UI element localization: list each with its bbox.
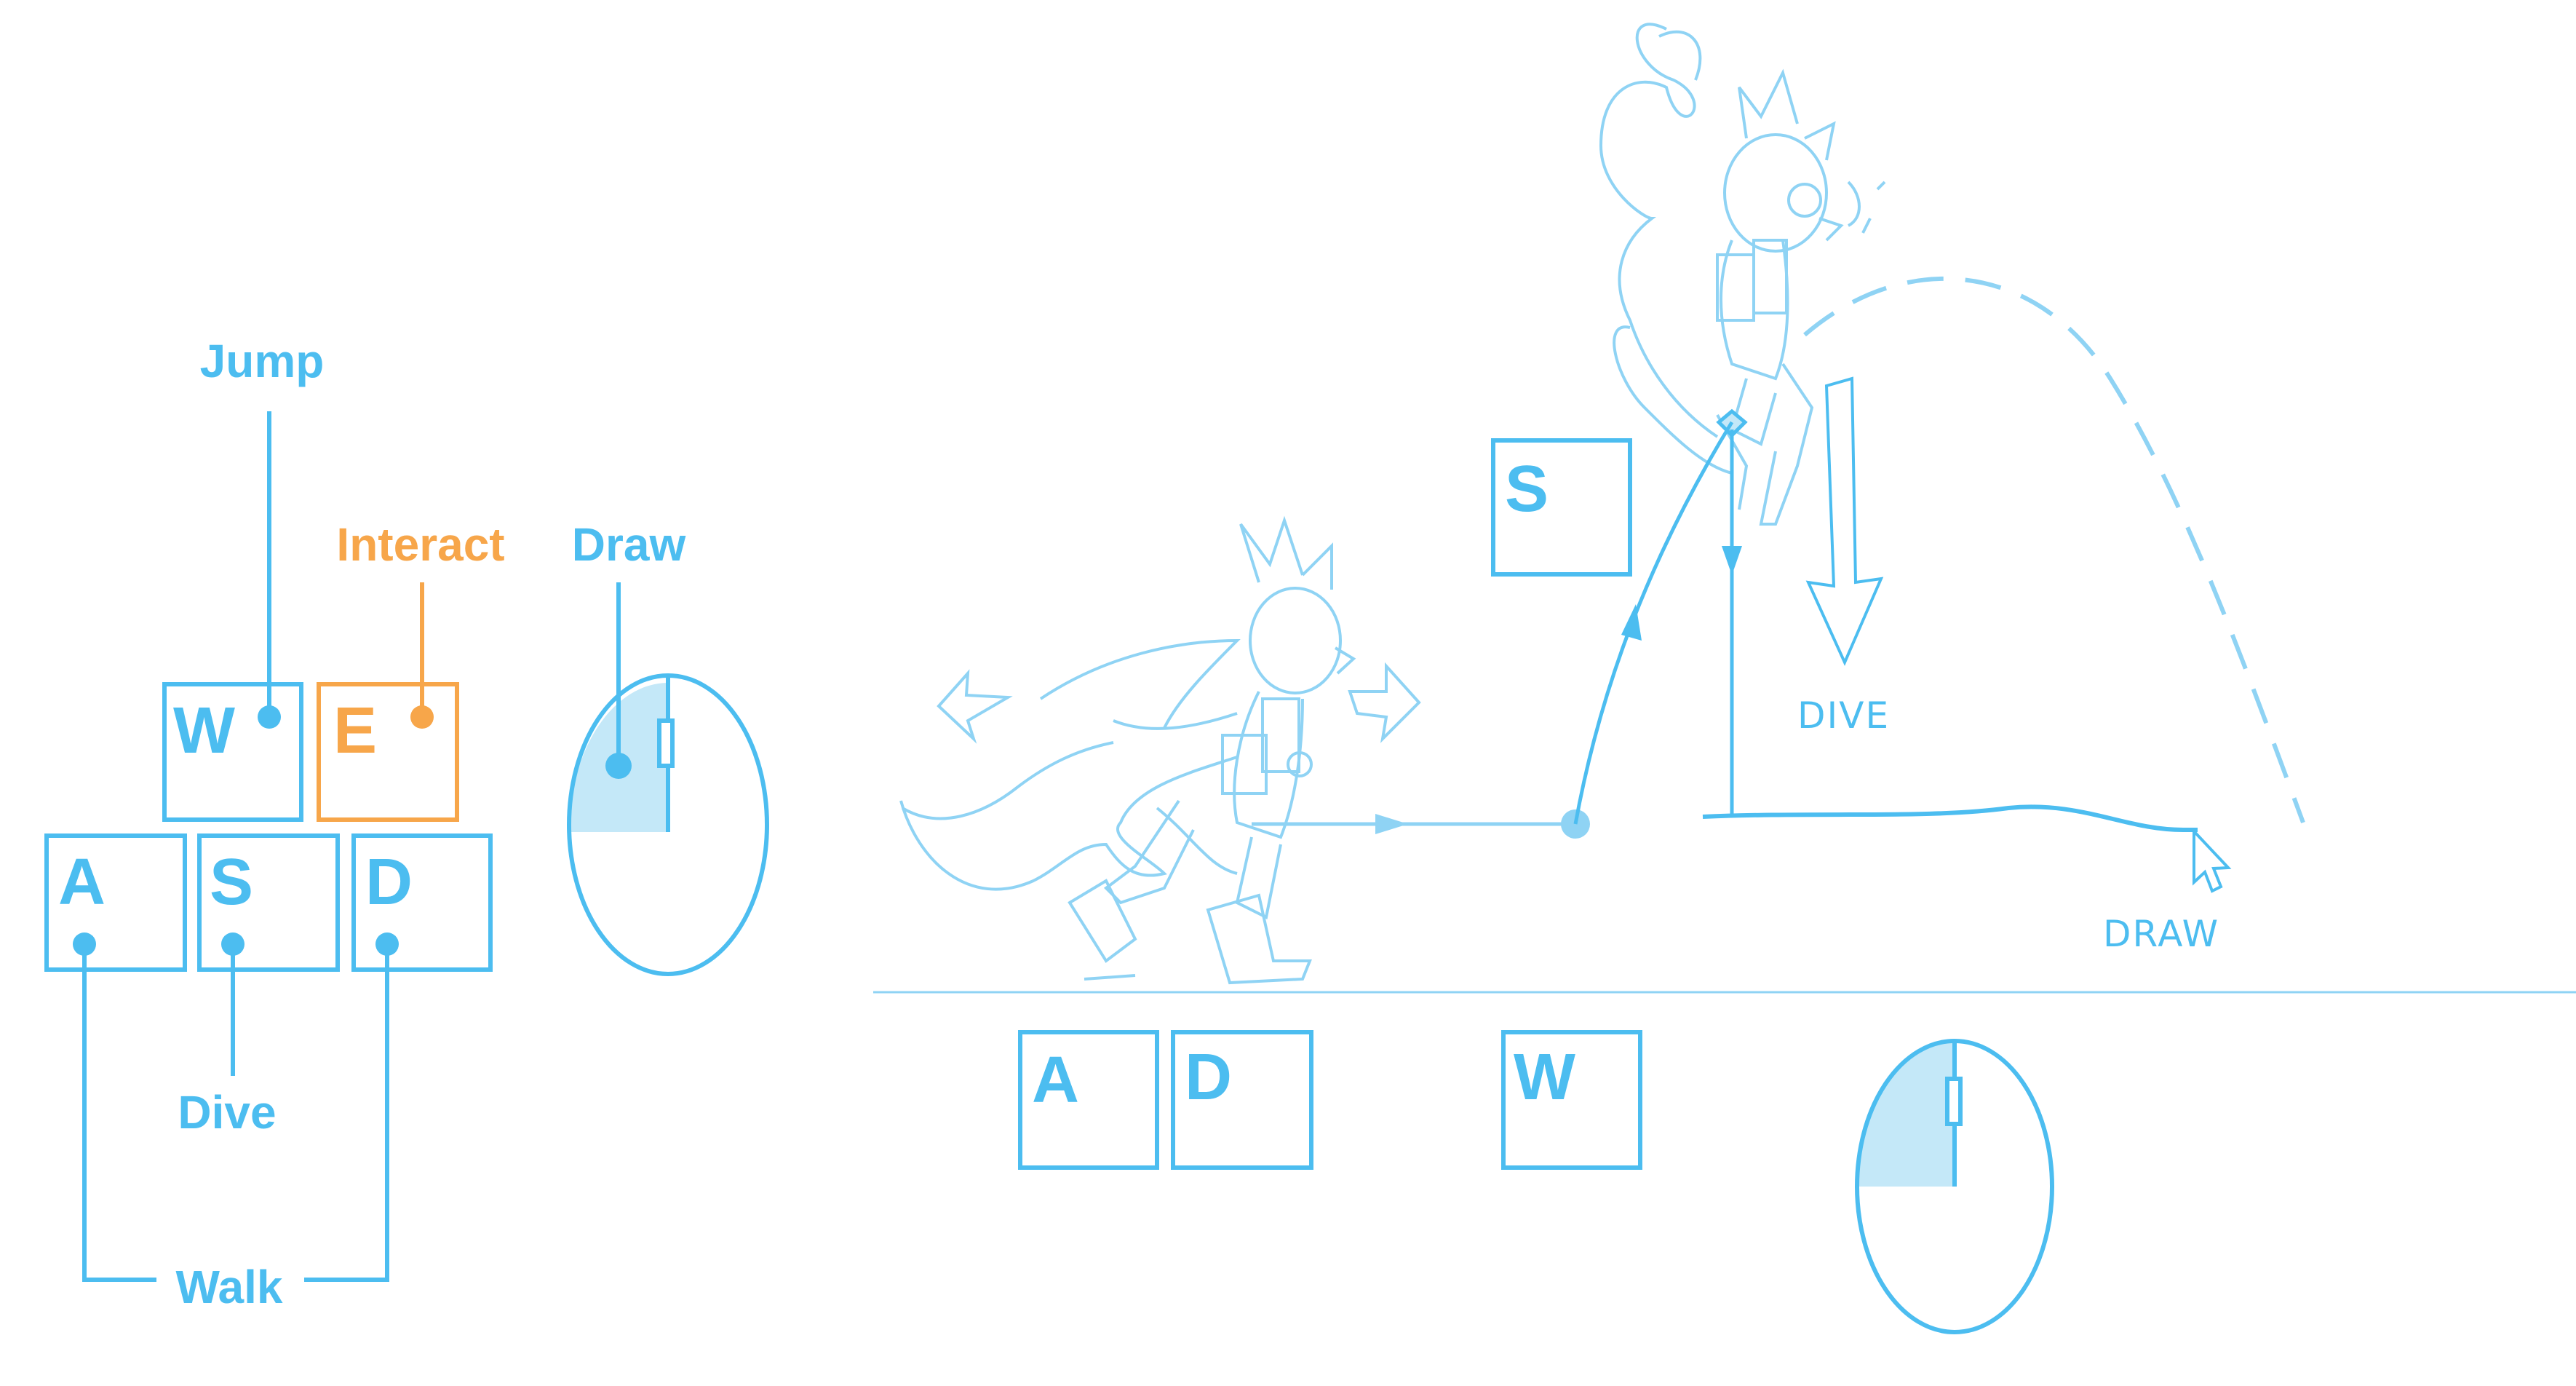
dive-arrow [1805, 376, 1884, 666]
jump-dot [258, 705, 281, 729]
mouse-icon [567, 673, 769, 976]
svg-text:D: D [1185, 1041, 1232, 1114]
jump-label: Jump [200, 335, 325, 387]
walk-leader-line-right [304, 944, 389, 1282]
svg-text:S: S [210, 846, 253, 919]
svg-text:W: W [1514, 1041, 1575, 1114]
svg-text:W: W [173, 694, 235, 767]
key-e: E [317, 682, 459, 822]
drawn-path [1702, 804, 2198, 832]
walking-character-sketch [899, 515, 1356, 985]
svg-text:A: A [1032, 1044, 1079, 1117]
interact-label: Interact [336, 518, 504, 571]
svg-text:S: S [1505, 453, 1549, 526]
jumping-character-sketch [1599, 23, 1886, 526]
key-w: W [162, 682, 303, 822]
jump-path [1573, 421, 1734, 825]
walk-right-arrow [1348, 662, 1421, 743]
dive-annotation: DIVE [1797, 694, 1890, 737]
scene-key-d: D [1171, 1030, 1313, 1170]
jump-path-arrow [1621, 604, 1642, 641]
svg-text:A: A [58, 846, 106, 919]
scene-key-w: W [1501, 1030, 1642, 1170]
dive-label: Dive [178, 1086, 276, 1138]
walk-leader-line-left [82, 944, 156, 1282]
key-a: A [44, 833, 187, 972]
walk-path-arrow [1375, 814, 1408, 834]
draw-cursor-icon [2193, 827, 2232, 893]
draw-dot [605, 753, 632, 779]
walk-left-arrow [937, 669, 1013, 744]
interact-dot [410, 705, 434, 729]
svg-text:E: E [333, 694, 377, 767]
controls-legend: Jump W Interact E A S D [44, 335, 769, 1313]
key-s: S [197, 833, 340, 972]
key-d: D [351, 833, 493, 972]
gameplay-scene: DIVE DRAW S A D W [873, 23, 2576, 1334]
scene-mouse-icon [1855, 1039, 2054, 1334]
draw-annotation: DRAW [2103, 913, 2219, 955]
walk-label: Walk [176, 1261, 283, 1313]
dive-path-arrow [1722, 546, 1742, 575]
scene-key-a: A [1018, 1030, 1159, 1170]
scene-key-s: S [1491, 438, 1632, 577]
svg-text:D: D [365, 846, 413, 919]
draw-label: Draw [572, 518, 686, 571]
jump-trajectory-dashed [1803, 276, 2305, 824]
